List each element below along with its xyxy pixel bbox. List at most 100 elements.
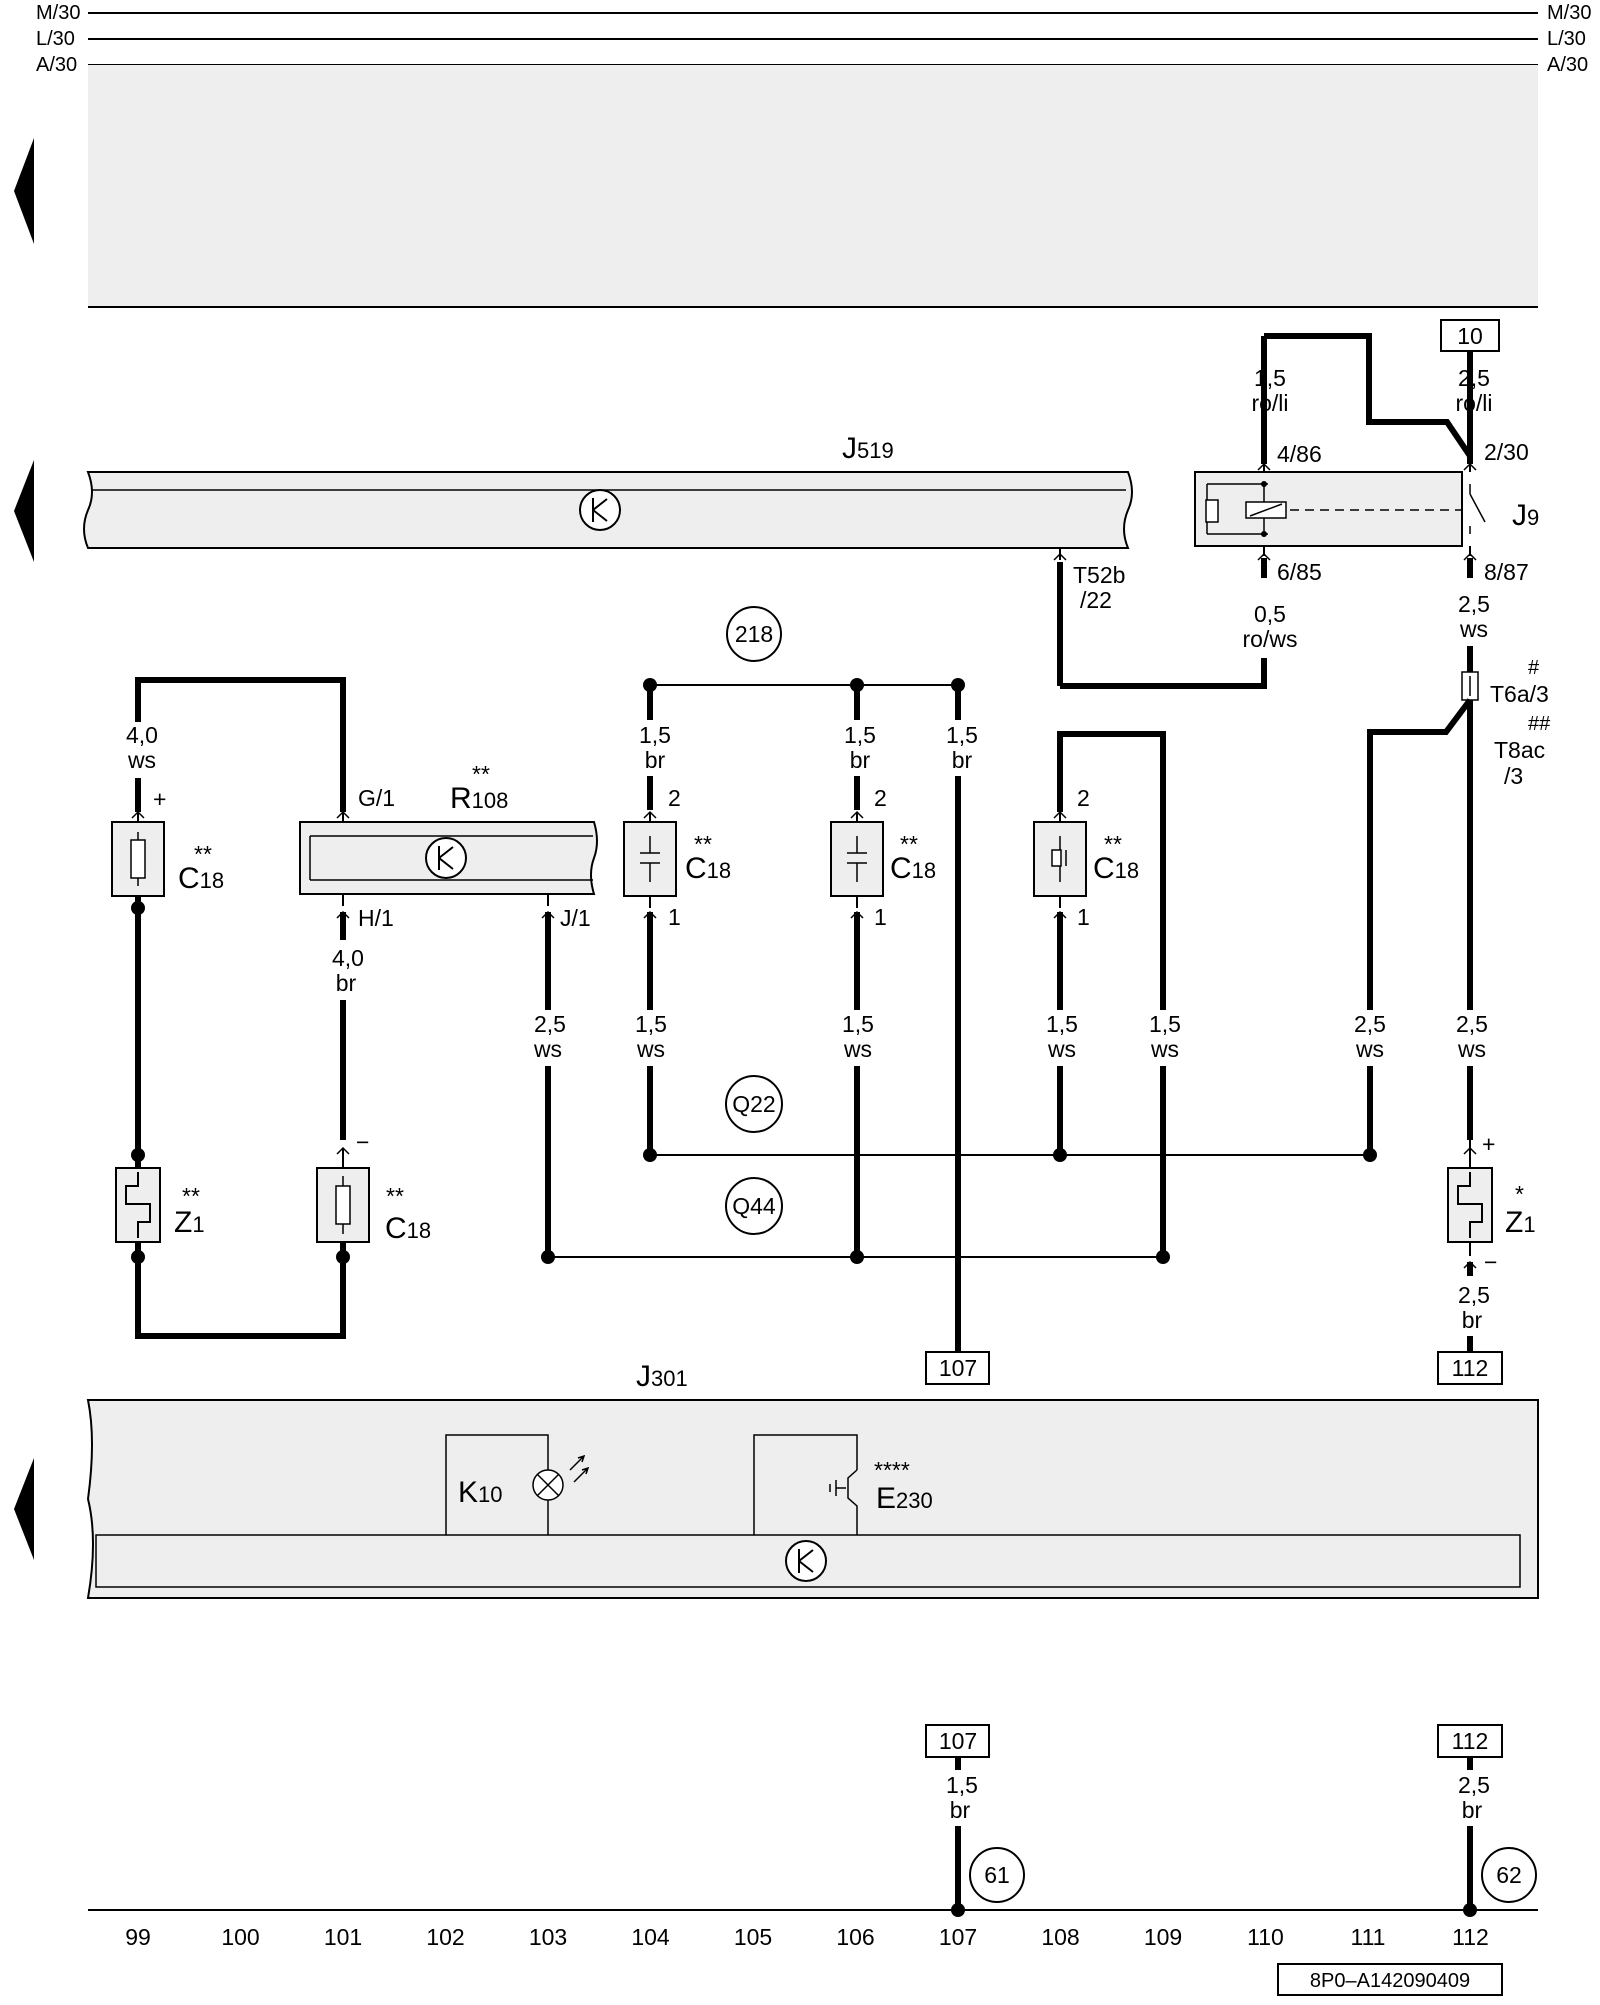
- ruler-label: 107: [939, 1924, 977, 1950]
- e230-label: E230: [876, 1482, 933, 1515]
- pin-minus-c18-bottom: −: [356, 1129, 369, 1155]
- control-unit-r108: R108 **: [299, 761, 598, 895]
- power-rails: M/30 L/30 A/30 M/30 L/30 A/30: [36, 2, 1591, 308]
- diagram-id-box: [1277, 1963, 1503, 1996]
- wire-25-br-z1-color: br: [1462, 1307, 1483, 1333]
- t8ac-mark: ##: [1528, 713, 1551, 735]
- rail-a-label: A/30: [36, 54, 77, 76]
- z1-right-label: Z1: [1505, 1206, 1536, 1239]
- wire-15-ws-a: 1,5: [635, 1011, 667, 1037]
- wire-15-ws-a-color: ws: [636, 1036, 665, 1062]
- ref-107: 107: [939, 1355, 977, 1381]
- relay-j9: J9 4/86 2/30 6/85 8/87: [1194, 333, 1539, 585]
- wire-15-br-c-color: br: [952, 747, 973, 773]
- ruler-label: 104: [631, 1924, 670, 1950]
- pin-8-87: 8/87: [1484, 559, 1529, 585]
- wire-15-roli-color: ro/li: [1251, 390, 1288, 416]
- wire-25-ws-f: 2,5: [1456, 1011, 1488, 1037]
- rail-m-label-right: M/30: [1547, 2, 1591, 24]
- wire-15-ws-d-color: ws: [1150, 1036, 1179, 1062]
- ruler-label: 108: [1041, 1924, 1079, 1950]
- ruler-label: 111: [1351, 1924, 1386, 1950]
- k10-label: K10: [458, 1476, 503, 1509]
- ref-10: 10: [1457, 323, 1483, 349]
- e230-stars: ****: [874, 1457, 910, 1483]
- continuation-arrow-icon: [14, 138, 34, 244]
- wire-15-ws-c-color: ws: [1047, 1036, 1076, 1062]
- pin-plus-c18-left: +: [153, 786, 166, 812]
- pin-2-a: 2: [668, 785, 681, 811]
- pin-2-c: 2: [1077, 785, 1090, 811]
- wire-15-ws-b-color: ws: [843, 1036, 872, 1062]
- c18-a-stars: **: [694, 831, 712, 857]
- control-unit-j519: J519 T52b /22: [83, 432, 1133, 686]
- ref-107-bottom: 107: [939, 1728, 977, 1754]
- ground-point-61: [969, 1847, 1025, 1903]
- wire-15-ws-d: 1,5: [1149, 1011, 1181, 1037]
- z1-right-stars: *: [1515, 1181, 1524, 1207]
- wire-05-rows: 0,5: [1254, 601, 1286, 627]
- pin-t52b-22: /22: [1080, 587, 1112, 613]
- wire-25-br-112: 2,5: [1458, 1772, 1490, 1798]
- ruler-label: 101: [324, 1924, 362, 1950]
- pin-4-86: 4/86: [1277, 441, 1322, 467]
- electronic-symbol-icon: [785, 1540, 827, 1582]
- wire-15-br-107: 1,5: [946, 1772, 978, 1798]
- ruler-label: 109: [1144, 1924, 1182, 1950]
- junction-q44: [725, 1177, 783, 1235]
- pushbutton-icon: [847, 1469, 858, 1535]
- pin-j1: J/1: [560, 905, 591, 931]
- ruler-label: 106: [836, 1924, 874, 1950]
- ruler-label: 102: [426, 1924, 464, 1950]
- continuation-arrow-icon: [14, 460, 34, 562]
- pin-1-c: 1: [1077, 904, 1090, 930]
- junction-q22: [725, 1075, 783, 1133]
- control-unit-j301: J301 K10 **** E230: [86, 1360, 1539, 1599]
- capacitor-c18-a: [623, 821, 677, 897]
- wire-15-br-a-color: br: [645, 747, 666, 773]
- ref-box-112: [1437, 1351, 1503, 1385]
- ruler-label: 105: [734, 1924, 772, 1950]
- wire-25-ws-j1-color: ws: [533, 1036, 562, 1062]
- c18-left-stars: **: [194, 841, 212, 867]
- wire-40-br-color: br: [336, 970, 357, 996]
- rail-a-label-right: A/30: [1547, 54, 1588, 76]
- c18-bottom-stars: **: [386, 1183, 404, 1209]
- wire-15-roli: 1,5: [1254, 365, 1286, 391]
- t6a-mark: #: [1528, 657, 1540, 679]
- junction-q22-label: Q22: [732, 1091, 775, 1117]
- pin-t52b: T52b: [1073, 562, 1125, 588]
- pin-h1: H/1: [358, 905, 394, 931]
- wire-25-ws-j1: 2,5: [534, 1011, 566, 1037]
- c18-b-label: C18: [890, 852, 936, 885]
- wire-15-br-b: 1,5: [844, 722, 876, 748]
- c18-c-stars: **: [1104, 831, 1122, 857]
- c18-a-label: C18: [685, 852, 731, 885]
- wire-25-roli: 2,5: [1458, 365, 1490, 391]
- pin-6-85: 6/85: [1277, 559, 1322, 585]
- ruler-label: 99: [125, 1924, 151, 1950]
- wire-15-br-b-color: br: [850, 747, 871, 773]
- diagram-id: 8P0–A142090409: [1310, 1970, 1470, 1992]
- wire-15-ws-c: 1,5: [1046, 1011, 1078, 1037]
- wire-15-ws-b: 1,5: [842, 1011, 874, 1037]
- ground-62-label: 62: [1496, 1862, 1522, 1888]
- ref-box-112-bottom: [1437, 1724, 1503, 1758]
- junction-218: [726, 606, 782, 662]
- rail-m-label: M/30: [36, 2, 80, 24]
- junction-218-label: 218: [735, 621, 773, 647]
- electronic-symbol-icon: [425, 837, 467, 879]
- c18-b-stars: **: [900, 831, 918, 857]
- j301-label: J301: [636, 1360, 688, 1393]
- wire-40-ws-color: ws: [127, 747, 156, 773]
- pin-t6a-3: T6a/3: [1490, 681, 1549, 707]
- wire-25-ws-j9-color: ws: [1459, 616, 1488, 642]
- rail-l-label-right: L/30: [1547, 28, 1586, 50]
- ruler-label: 100: [221, 1924, 259, 1950]
- wire-40-br: 4,0: [332, 945, 364, 971]
- wire-15-br-107-color: br: [950, 1797, 971, 1823]
- wire-40-ws: 4,0: [126, 722, 158, 748]
- wire-05-rows-color: ro/ws: [1243, 626, 1298, 652]
- ruler-label: 112: [1452, 1924, 1489, 1950]
